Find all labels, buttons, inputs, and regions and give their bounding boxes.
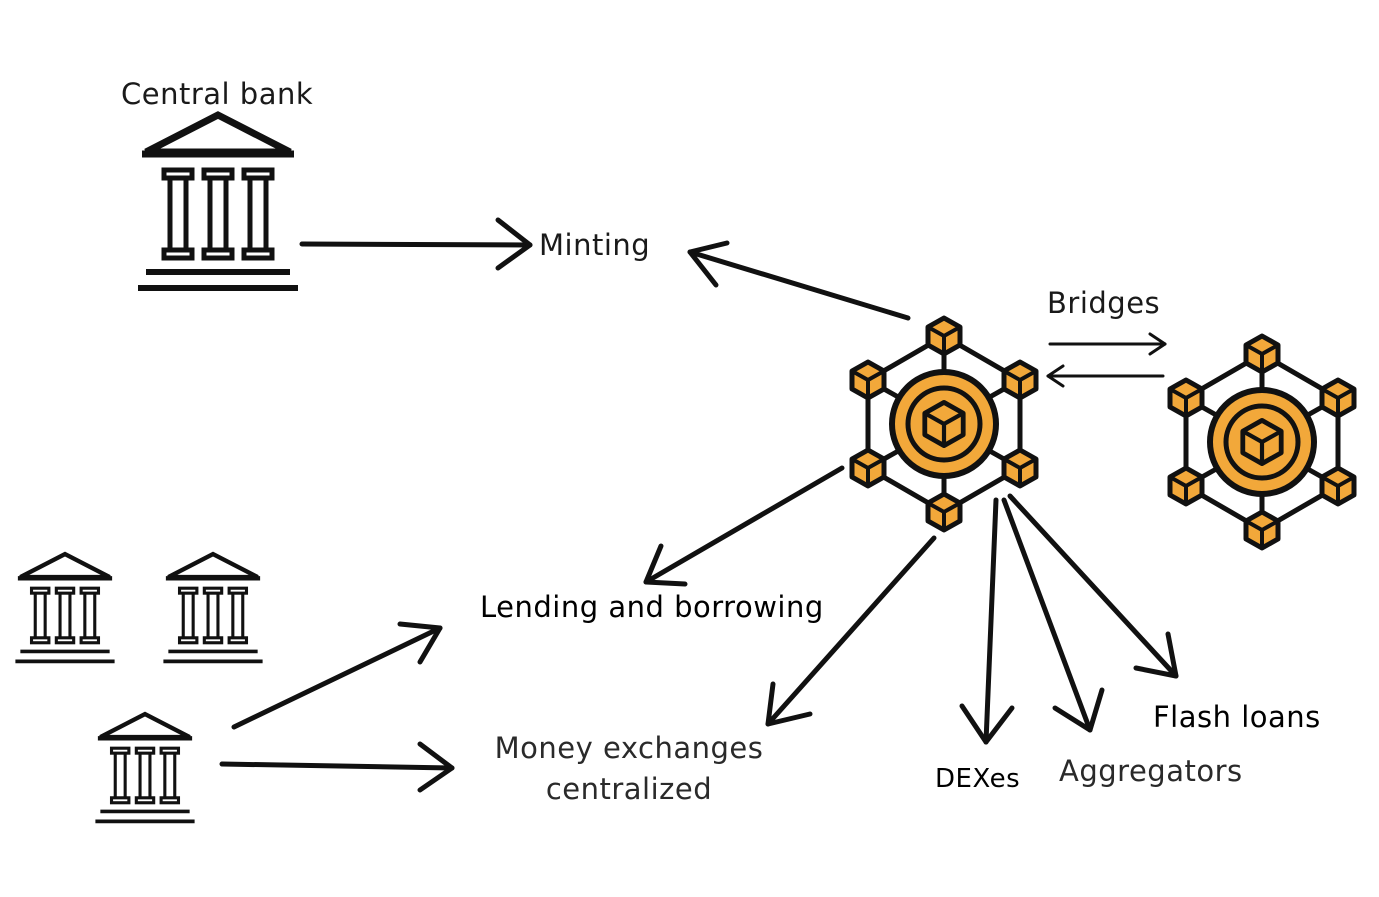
arrow-chain-to-minting [687, 240, 911, 321]
money-exchanges-line2: centralized [545, 772, 713, 806]
arrow-chain-to-money-exchanges [765, 535, 937, 727]
bridges-label: Bridges [1047, 286, 1161, 320]
bank-icon [95, 714, 194, 821]
flash-loans-label: Flash loans [1153, 700, 1321, 734]
central-bank-label: Central bank [121, 77, 314, 111]
aggregators-label: Aggregators [1059, 754, 1243, 788]
lending-borrowing-label: Lending and borrowing [480, 590, 824, 624]
money-exchanges-label: Money exchanges centralized [490, 728, 768, 810]
blockchain-network-icon [1170, 336, 1354, 548]
central-bank-icon [138, 115, 298, 288]
minting-label: Minting [539, 228, 651, 262]
arrow-bank-to-lending [231, 621, 443, 730]
arrow-bank-to-money-exchanges [219, 741, 455, 793]
money-exchanges-line1: Money exchanges [494, 731, 764, 765]
blockchain-network-icon [852, 318, 1036, 530]
dexes-label: DEXes [935, 764, 1021, 794]
bank-icon [15, 554, 114, 661]
arrow-central-bank-to-minting [299, 217, 533, 271]
bank-icon [163, 554, 262, 661]
arrow-bridge-left [1046, 364, 1165, 388]
arrow-chain-to-flash-loans [1007, 493, 1179, 679]
arrow-bridge-right [1048, 332, 1167, 356]
arrow-chain-to-aggregators [1001, 497, 1105, 733]
arrow-chain-to-dexes [959, 497, 1015, 745]
arrow-chain-to-lending [643, 465, 845, 587]
